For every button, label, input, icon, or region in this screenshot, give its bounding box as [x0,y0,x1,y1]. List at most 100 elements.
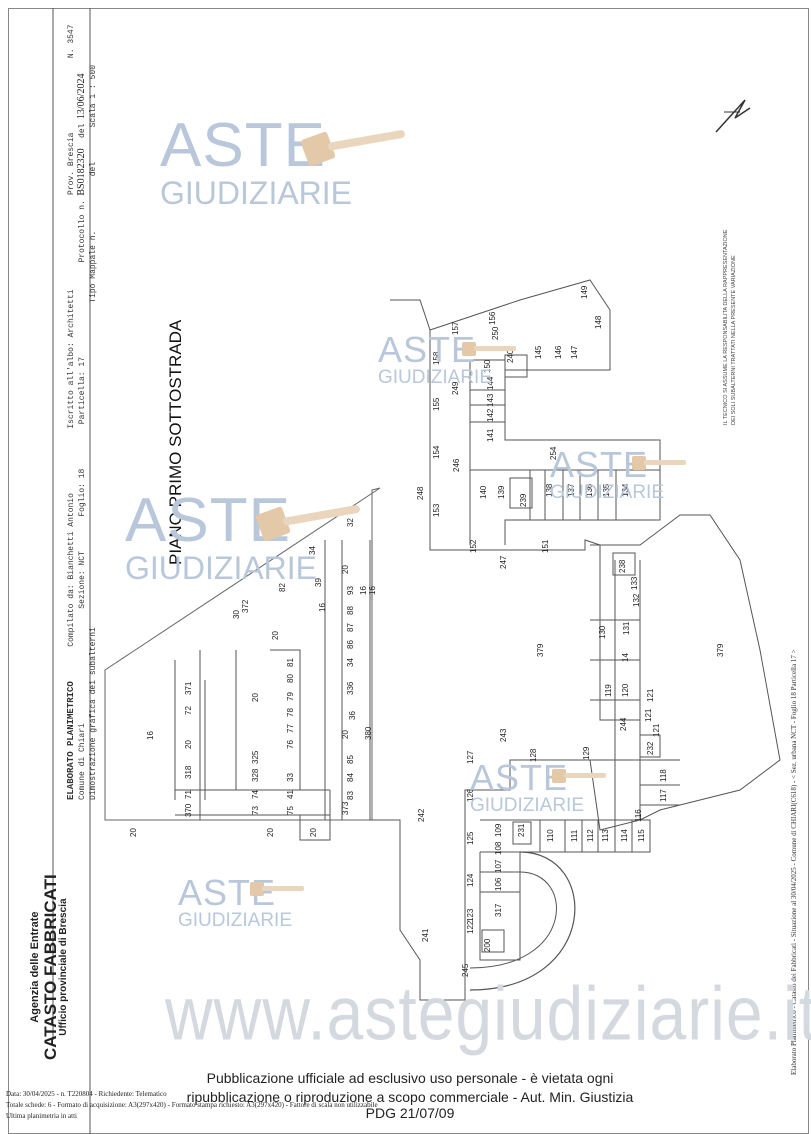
room-label: 108 [494,841,503,855]
footer-line-3: Ultima planimetria in atti [6,1112,77,1120]
room-label: 328 [251,768,260,782]
site-watermark: www.astegiudiziarie.it [165,970,811,1056]
room-label: 71 [184,790,193,799]
publication-line-1: Pubblicazione ufficiale ad esclusivo uso… [206,1070,614,1086]
gavel-icon [250,882,304,896]
room-label: 14 [621,653,630,662]
gavel-icon [462,342,516,356]
room-label: 20 [251,693,260,702]
room-label: 154 [432,445,441,459]
room-label: 76 [286,740,295,749]
room-label: 153 [432,503,441,517]
room-label: 20 [341,730,350,739]
room-label: 16 [318,603,327,612]
room-label: 111 [570,829,579,842]
room-label: 20 [341,565,350,574]
room-label: 242 [417,808,426,822]
room-label: 125 [466,831,475,845]
room-label: 373 [341,801,350,815]
room-label: 93 [346,586,355,595]
room-label: 246 [452,458,461,472]
room-label: 200 [483,938,492,952]
room-label: 20 [271,631,280,640]
room-label: 132 [632,593,641,607]
room-label: 20 [184,740,193,749]
room-label: 20 [129,828,138,837]
room-label: 371 [184,681,193,695]
room-label: 140 [479,485,488,499]
room-label: 83 [346,791,355,800]
room-label: 85 [346,755,355,764]
room-label: 117 [659,789,668,802]
room-label: 248 [416,486,425,500]
technician-note: IL TECNICO SI ASSUME LA RESPONSABILITA D… [723,229,738,425]
room-label: 143 [486,393,495,407]
header-row-3: Dimostrazione grafica dei subalterni Tip… [82,65,100,800]
room-label: 33 [286,773,295,782]
room-label: 79 [286,692,295,701]
room-label: 121 [646,688,655,702]
room-label: 112 [586,829,595,842]
publication-line-2: ripubblicazione o riproduzione a scopo c… [186,1089,634,1121]
room-label: 110 [546,829,555,842]
room-label: 74 [251,790,260,799]
room-label: 84 [346,773,355,782]
room-label: 380 [364,726,373,740]
room-label: 106 [494,877,503,891]
room-label: 243 [499,728,508,742]
room-label: 73 [251,806,260,815]
room-label: 120 [621,683,630,697]
room-label: 147 [570,345,579,359]
room-label: 129 [582,746,591,760]
room-label: 122 [466,920,475,934]
footer-line-1: Data: 30/04/2025 - n. T220804 - Richiede… [6,1090,167,1098]
gavel-icon [255,505,360,542]
room-label: 124 [466,873,475,887]
room-label: 370 [184,803,193,817]
room-label: 155 [432,397,441,411]
tipo-mappale: Tipo Mappale n. [89,230,98,303]
del-label: del [89,161,98,177]
room-label: 372 [241,599,250,613]
room-label: 145 [534,345,543,359]
room-label: 16 [359,586,368,595]
agency-block: Agenzia delle Entrate CATASTO FABBRICATI… [29,874,70,1060]
room-label: 88 [346,606,355,615]
room-label: 36 [348,711,357,720]
room-label: 81 [286,658,295,667]
room-label: 78 [286,708,295,717]
room-label: 139 [497,485,506,499]
room-label: 241 [421,928,430,942]
room-label: 20 [266,828,275,837]
room-label: 109 [494,823,503,837]
room-label: 336 [346,681,355,695]
room-label: 149 [580,285,589,299]
room-label: 146 [554,345,563,359]
room-label: 318 [184,765,193,779]
footer-line-2: Totale schede: 6 - Formato di acquisizio… [6,1101,378,1109]
scale: Scala 1 : 500 [89,64,98,128]
room-label: 77 [286,724,295,733]
room-label: 107 [494,859,503,873]
gavel-icon [552,769,606,783]
agency-name: Agenzia delle Entrate [29,911,41,1023]
room-label: 87 [346,623,355,632]
room-label: 131 [622,621,631,635]
catasto-title: CATASTO FABBRICATI [40,874,60,1060]
room-label: 232 [646,741,655,755]
room-label: 141 [486,428,495,442]
room-label: 114 [620,829,629,842]
room-label: 325 [251,750,260,764]
room-label: 86 [346,640,355,649]
room-label: 16 [146,731,155,740]
room-label: 118 [659,769,668,782]
room-label: 34 [346,658,355,667]
room-label: 41 [286,790,295,799]
office-name: Ufficio provinciale di Brescia [58,898,70,1036]
room-label: 156 [488,311,497,325]
room-label: 113 [601,829,610,842]
